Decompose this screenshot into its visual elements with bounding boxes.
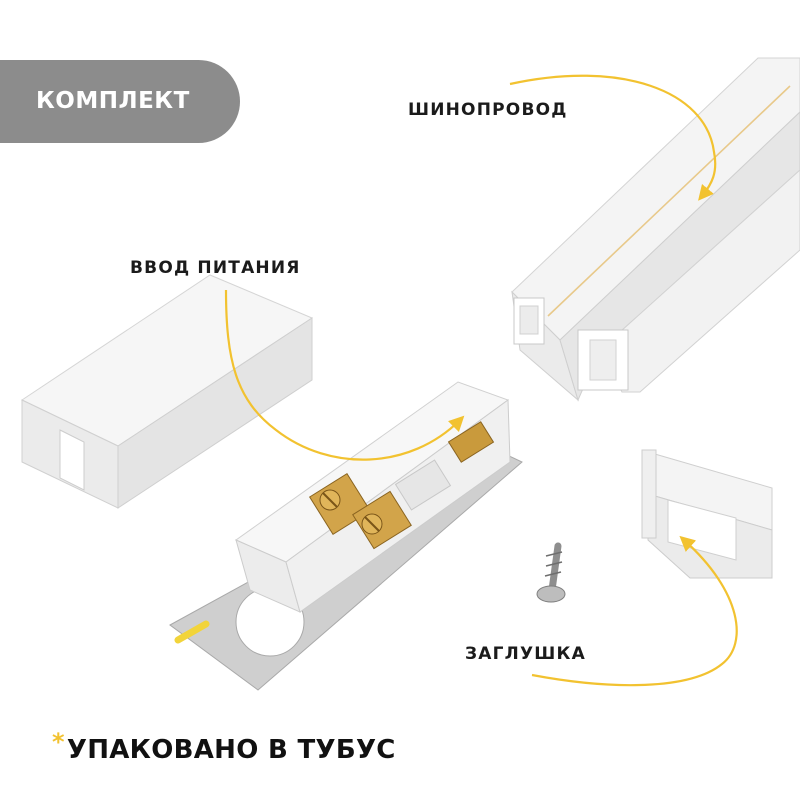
arrow-power-feed-icon	[224, 289, 465, 461]
packaging-note-text: УПАКОВАНО В ТУБУС	[66, 735, 396, 765]
power-feed-cover-image	[20, 274, 314, 509]
power-connector-image	[234, 381, 511, 613]
arrow-end-cap-icon	[531, 535, 738, 687]
rail-label: ШИНОПРОВОД	[408, 100, 568, 120]
power-feed-label: ВВОД ПИТАНИЯ	[130, 258, 301, 278]
kit-badge: КОМПЛЕКТ	[0, 60, 240, 143]
asterisk-icon: *	[52, 728, 65, 756]
arrow-rail-icon	[509, 74, 717, 201]
screw-image	[536, 542, 566, 603]
end-cap-label: ЗАГЛУШКА	[465, 644, 586, 664]
packaging-note: *УПАКОВАНО В ТУБУС	[52, 728, 396, 765]
end-cap-image	[641, 449, 773, 579]
kit-badge-label: КОМПЛЕКТ	[36, 88, 190, 114]
track-rail-image	[511, 57, 800, 402]
